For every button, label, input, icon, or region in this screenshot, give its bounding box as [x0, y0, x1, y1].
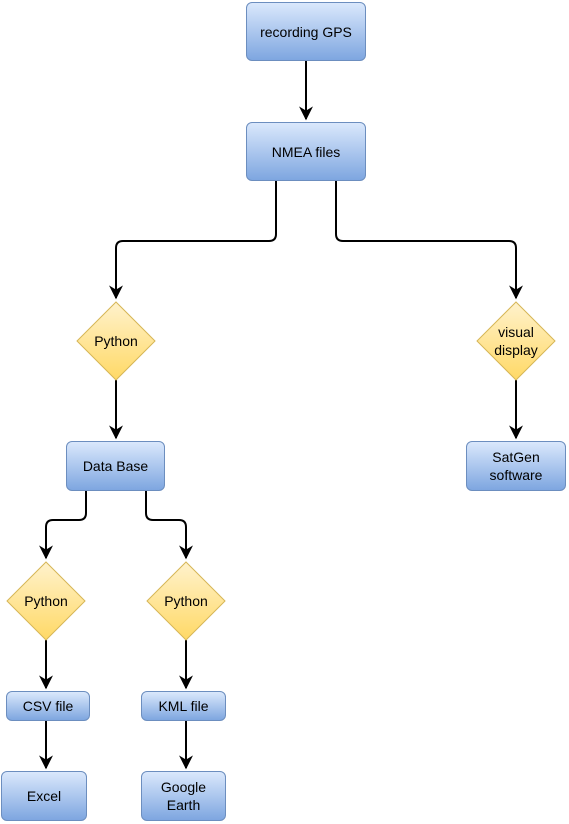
node-csv-file[interactable]: CSV file	[6, 691, 90, 721]
decision-python-2-label: Python	[24, 593, 68, 609]
edge-database-to-python2	[39, 491, 87, 560]
decision-python-1[interactable]: Python	[76, 301, 156, 381]
node-satgen-software-label: SatGen software	[489, 449, 543, 483]
node-google-earth-label: Google Earth	[160, 779, 207, 813]
decision-visual-display-label: visual display	[494, 324, 538, 358]
node-kml-file-label: KML file	[158, 698, 209, 714]
decision-visual-display[interactable]: visual display	[476, 301, 556, 381]
node-recording-gps[interactable]: recording GPS	[246, 2, 366, 61]
edge-nmea-to-python	[109, 181, 277, 300]
node-data-base-label: Data Base	[82, 458, 149, 474]
node-google-earth[interactable]: Google Earth	[141, 771, 226, 821]
node-kml-file[interactable]: KML file	[141, 691, 226, 721]
node-data-base[interactable]: Data Base	[66, 441, 165, 491]
node-nmea-files-label: NMEA files	[271, 143, 341, 160]
decision-python-3-label: Python	[164, 593, 208, 609]
node-excel[interactable]: Excel	[1, 771, 87, 821]
node-csv-file-label: CSV file	[22, 698, 74, 714]
node-recording-gps-label: recording GPS	[260, 23, 352, 40]
decision-python-1-label: Python	[94, 333, 138, 349]
node-nmea-files[interactable]: NMEA files	[246, 122, 366, 181]
node-satgen-software[interactable]: SatGen software	[466, 441, 566, 491]
edge-database-to-python3	[145, 491, 193, 560]
node-excel-label: Excel	[26, 788, 62, 804]
edge-nmea-to-visual	[335, 181, 523, 300]
decision-python-2[interactable]: Python	[6, 561, 86, 641]
decision-python-3[interactable]: Python	[146, 561, 226, 641]
